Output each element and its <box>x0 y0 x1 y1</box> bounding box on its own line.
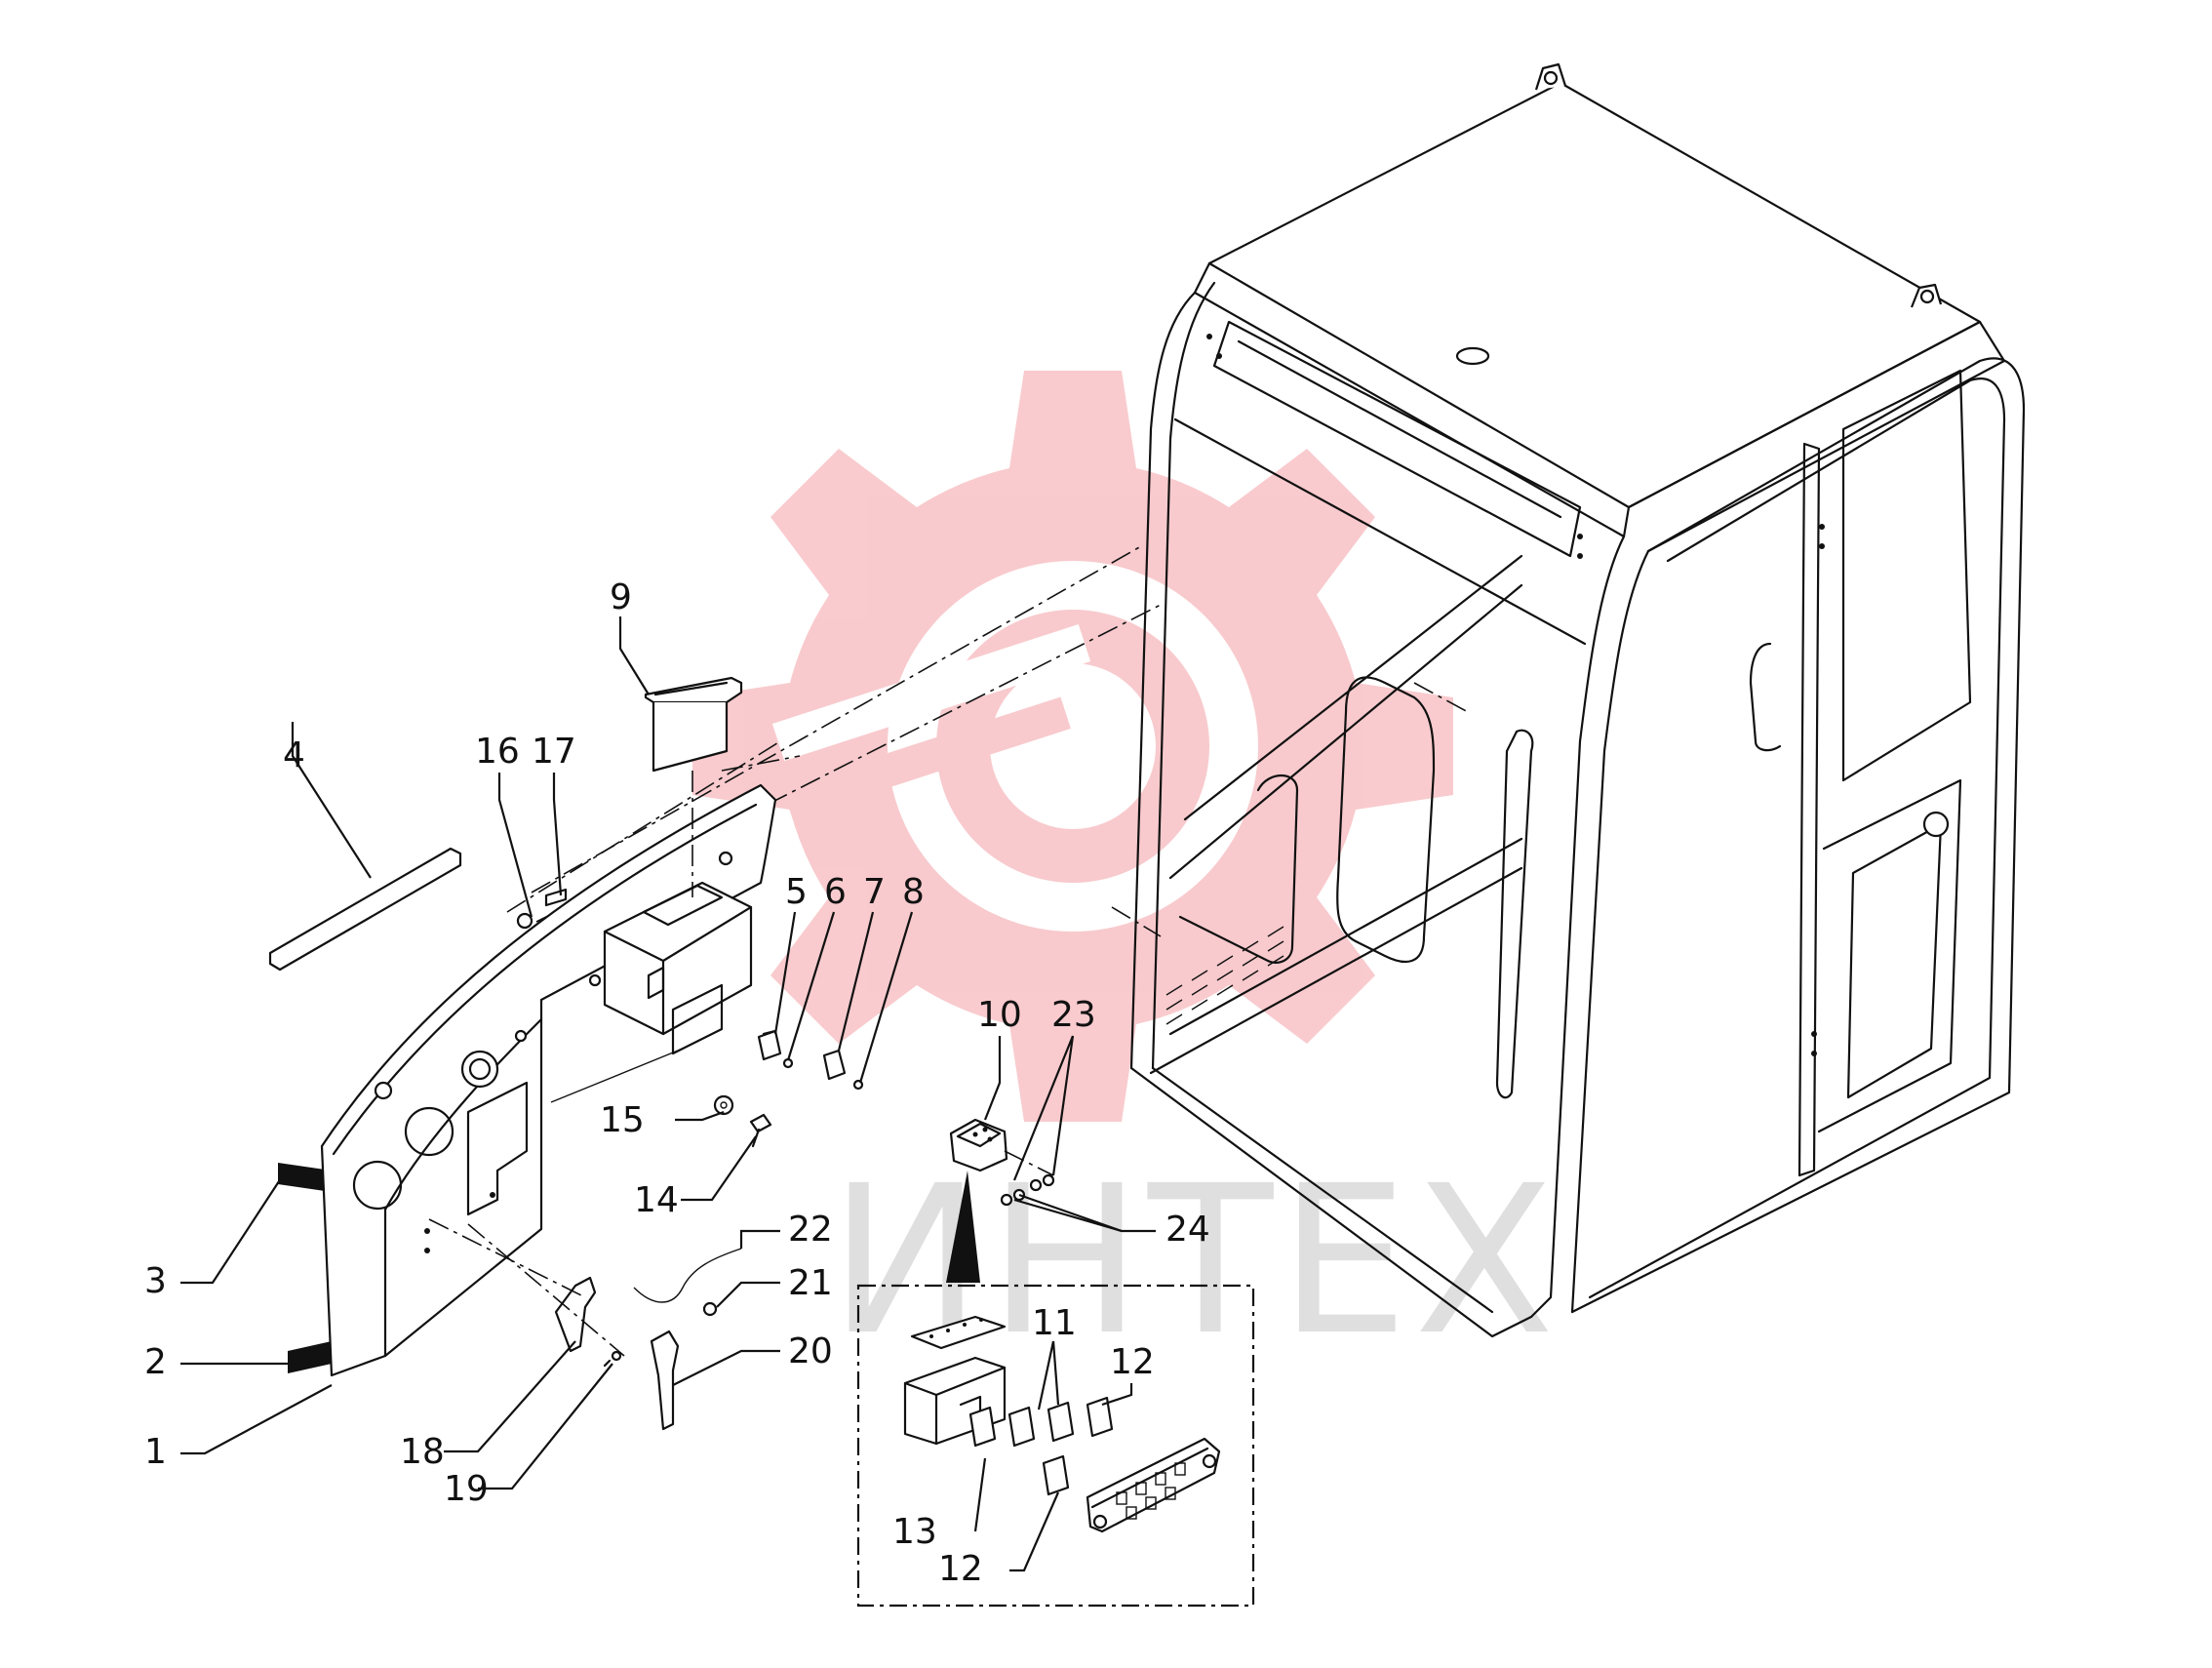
terminal-block <box>1086 1437 1221 1533</box>
lower-projection-a <box>428 1218 586 1298</box>
label-9: 9 <box>610 577 632 617</box>
label-16: 16 <box>475 732 520 772</box>
part-7-switch <box>822 1049 847 1081</box>
part-20-lever <box>650 1330 680 1431</box>
relay-11a <box>1007 1406 1036 1448</box>
label-4: 4 <box>283 735 305 775</box>
label-6: 6 <box>824 872 847 912</box>
operator-cab <box>1129 62 2026 1338</box>
part-1-console-panel <box>320 783 777 1377</box>
label-8: 8 <box>902 872 925 912</box>
label-15: 15 <box>600 1100 645 1140</box>
upper-projection <box>506 740 781 913</box>
cable <box>550 1048 684 1103</box>
label-7: 7 <box>863 872 886 912</box>
label-24: 24 <box>1165 1210 1210 1250</box>
label-17: 17 <box>532 732 576 772</box>
part-19-pin <box>603 1350 622 1368</box>
label-14: 14 <box>634 1180 679 1220</box>
label-2: 2 <box>144 1342 167 1382</box>
label-1: 1 <box>144 1432 167 1472</box>
part-10-fuse-holder <box>949 1118 1008 1172</box>
part-21-nut <box>702 1301 718 1317</box>
label-12a: 12 <box>1110 1342 1155 1382</box>
label-19: 19 <box>444 1469 489 1509</box>
part-23-washers <box>1029 1173 1055 1192</box>
part-22-cable <box>633 1248 742 1303</box>
gear-logo-icon <box>692 371 1453 1122</box>
label-10: 10 <box>977 995 1022 1035</box>
label-3: 3 <box>144 1261 167 1301</box>
part-16-clip <box>516 912 533 930</box>
lower-projection-b <box>467 1223 625 1357</box>
part-5-switch <box>757 1029 782 1061</box>
label-21: 21 <box>788 1263 833 1303</box>
part-14-bolt <box>749 1113 772 1148</box>
console-center-box <box>588 881 753 1055</box>
part-3-pad <box>278 1163 332 1192</box>
relay-12a <box>1086 1396 1114 1438</box>
label-20: 20 <box>788 1331 833 1371</box>
part-2-pad <box>288 1341 332 1373</box>
fuse-projection <box>1004 1150 1054 1176</box>
part-9-tray <box>644 676 743 773</box>
detail-box <box>856 1284 1255 1608</box>
detail-pointer <box>946 1171 980 1283</box>
part-4-strip <box>268 847 462 972</box>
part-6-screw <box>782 1057 794 1069</box>
relay-13 <box>968 1406 997 1448</box>
relay-11b <box>1047 1401 1075 1443</box>
part-17-strip <box>544 888 568 907</box>
relay-12b <box>1042 1454 1070 1496</box>
leader-lines <box>180 616 1156 1572</box>
label-11: 11 <box>1032 1303 1077 1343</box>
label-5: 5 <box>785 872 808 912</box>
part-labels: 1 2 3 4 5 6 7 8 9 10 11 12 12 13 14 15 1… <box>144 577 1210 1589</box>
label-18: 18 <box>400 1432 445 1472</box>
label-12b: 12 <box>938 1549 983 1589</box>
label-23: 23 <box>1051 995 1096 1035</box>
label-13: 13 <box>892 1512 937 1552</box>
part-15-washer <box>713 1094 734 1116</box>
label-22: 22 <box>788 1210 833 1250</box>
